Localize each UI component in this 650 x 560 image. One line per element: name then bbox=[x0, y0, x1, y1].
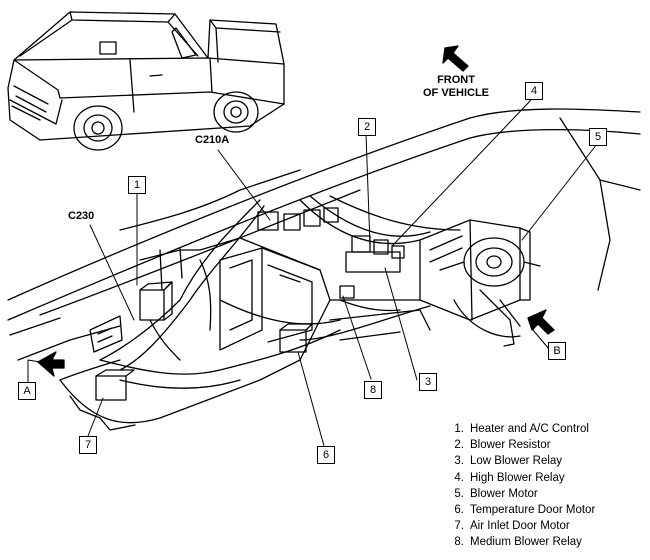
front-of-vehicle-line2: OF VEHICLE bbox=[423, 87, 490, 99]
view-a-marker: A bbox=[18, 382, 36, 400]
legend-number: 8. bbox=[454, 536, 464, 549]
legend-text: Air Inlet Door Motor bbox=[470, 520, 570, 533]
legend-text: Low Blower Relay bbox=[470, 455, 563, 468]
legend-number: 4. bbox=[454, 471, 464, 484]
legend-text: Heater and A/C Control bbox=[470, 423, 589, 435]
callout-4: 4 bbox=[525, 82, 543, 100]
callout-2: 2 bbox=[358, 118, 376, 136]
legend-number: 5. bbox=[454, 487, 464, 500]
legend-item: 4. High Blower Relay bbox=[446, 470, 595, 486]
legend-text: Temperature Door Motor bbox=[470, 504, 596, 517]
view-a-arrow-icon bbox=[37, 351, 65, 377]
legend-number: 3. bbox=[454, 455, 464, 468]
front-of-vehicle-line1: FRONT bbox=[437, 74, 475, 86]
front-of-vehicle-label: FRONT OF VEHICLE bbox=[423, 74, 489, 100]
legend-text: High Blower Relay bbox=[470, 471, 565, 484]
legend-item: 5. Blower Motor bbox=[446, 486, 595, 502]
legend-item: 1. Heater and A/C Control bbox=[446, 421, 595, 437]
legend-number: 2. bbox=[454, 439, 464, 452]
legend-item: 7. Air Inlet Door Motor bbox=[446, 518, 595, 534]
instrument-panel-outline bbox=[7, 108, 641, 431]
legend-item: 3. Low Blower Relay bbox=[446, 453, 595, 469]
leader-lines bbox=[27, 99, 598, 447]
pickup-truck-illustration bbox=[7, 11, 285, 151]
callout-6: 6 bbox=[317, 446, 335, 464]
front-arrow-icon bbox=[442, 45, 469, 72]
legend-text: Medium Blower Relay bbox=[470, 536, 582, 549]
callout-1: 1 bbox=[128, 176, 146, 194]
legend-text: Blower Motor bbox=[470, 487, 538, 500]
connector-c230-label: C230 bbox=[68, 210, 95, 222]
legend-number: 1. bbox=[454, 423, 464, 435]
view-b-arrow-icon bbox=[527, 309, 555, 335]
callout-5: 5 bbox=[589, 128, 607, 146]
legend-number: 7. bbox=[454, 520, 464, 533]
callout-8: 8 bbox=[364, 381, 382, 399]
view-b-marker: B bbox=[548, 342, 566, 360]
legend-number: 6. bbox=[454, 504, 464, 517]
legend-item: 8. Medium Blower Relay bbox=[446, 534, 595, 550]
callout-3: 3 bbox=[419, 373, 437, 391]
callout-7: 7 bbox=[79, 436, 97, 454]
legend-text: Blower Resistor bbox=[470, 439, 551, 452]
connector-c210a-label: C210A bbox=[195, 134, 230, 146]
legend-item: 2. Blower Resistor bbox=[446, 437, 595, 453]
component-legend: 1. Heater and A/C Control 2. Blower Resist… bbox=[446, 421, 595, 551]
legend-item: 6. Temperature Door Motor bbox=[446, 502, 595, 518]
